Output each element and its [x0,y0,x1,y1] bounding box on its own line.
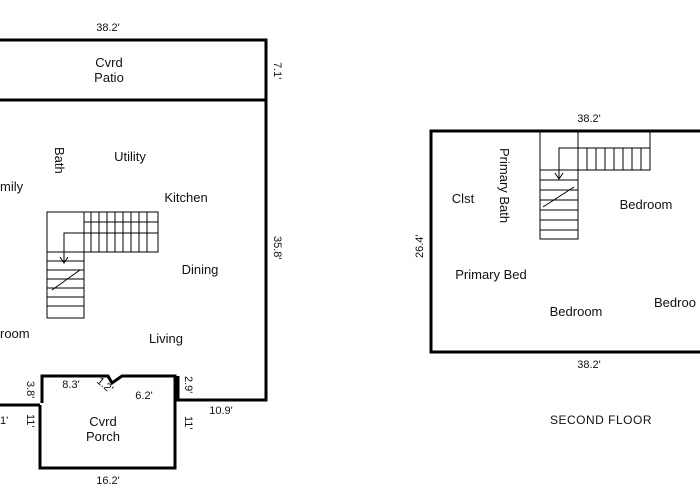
dim-left-edge-lower: 1' [0,415,8,427]
family-label: mily [0,179,24,194]
primary-bath-label: Primary Bath [497,148,512,223]
second-floor-outer-wall [429,129,700,354]
dim-porch-left-depth: 11' [24,414,36,428]
bedroom-3-label: Bedroo [654,295,696,310]
dim-right-lower: 10.9' [209,405,233,417]
second-floor-caption: SECOND FLOOR [550,413,652,427]
dim-second-bottom-width: 38.2' [577,359,601,371]
patio-label-1: Cvrd [95,55,122,70]
porch-label-1: Cvrd [89,414,116,429]
closet-label: Clst [452,191,475,206]
utility-label: Utility [114,149,146,164]
patio-label-2: Patio [94,70,124,85]
dim-right-depth: 35.8' [271,236,283,260]
second-floor-stairs [539,131,651,240]
dim-porch-left-jog: 3.8' [24,381,36,398]
dim-second-top-width: 38.2' [577,113,601,125]
dim-porch-top-right: 6.2' [135,390,152,402]
dim-porch-width: 16.2' [96,475,120,487]
second-floor: Clst Primary Bath Bedroom Primary Bed Be… [414,113,700,427]
dim-porch-right-jog: 2.9' [182,376,194,393]
bedroom-label: room [0,326,30,341]
dim-porch-top-left: 8.3' [62,379,79,391]
dim-porch-notch: 1.2' [94,375,115,395]
kitchen-label: Kitchen [164,190,207,205]
first-floor: Cvrd Patio Bath Utility mily Kitchen Din… [0,22,283,487]
living-label: Living [149,331,183,346]
dim-patio-depth: 7.1' [271,62,283,79]
first-floor-stairs [46,211,159,319]
porch-label-2: Porch [86,429,120,444]
primary-bed-label: Primary Bed [455,267,527,282]
dining-label: Dining [182,262,219,277]
dim-second-left-depth: 26.4' [414,234,426,258]
porch-wall [38,374,177,470]
dim-porch-right-depth: 11' [182,416,194,430]
first-floor-outer-wall [0,38,268,402]
bedroom-1-label: Bedroom [620,197,673,212]
bedroom-2-label: Bedroom [550,304,603,319]
bath-label: Bath [52,147,67,174]
dim-top-width: 38.2' [96,22,120,34]
